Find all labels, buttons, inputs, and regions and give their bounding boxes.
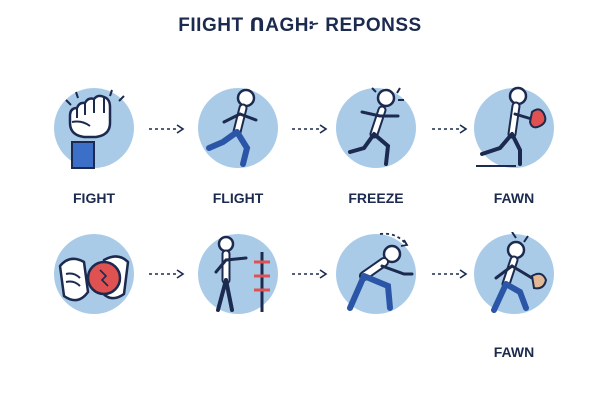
freeze-icon bbox=[334, 86, 418, 170]
fawn-leaf-icon bbox=[472, 232, 556, 316]
arrow-right-icon bbox=[147, 123, 187, 135]
fawn-icon bbox=[472, 86, 556, 170]
arrow-right-icon bbox=[147, 268, 187, 280]
row1-label-2: FLIGHT bbox=[212, 190, 264, 206]
page-title: FIIGHT ᑎAGH፦ REPONSS bbox=[178, 15, 422, 36]
arrow-right-icon bbox=[290, 268, 330, 280]
row1-label-4: FAWN bbox=[493, 190, 535, 206]
flight-icon bbox=[196, 86, 280, 170]
hands-heart-icon bbox=[52, 232, 136, 316]
arrow-right-icon bbox=[290, 123, 330, 135]
fence-figure-icon bbox=[196, 232, 280, 316]
row1-label-3: FREEZE bbox=[348, 190, 404, 206]
crouching-figure-icon bbox=[334, 232, 418, 316]
arrow-right-icon bbox=[430, 123, 470, 135]
fight-icon bbox=[52, 86, 136, 170]
row2-label-4: FAWN bbox=[493, 344, 535, 360]
arrow-right-icon bbox=[430, 268, 470, 280]
row1-label-1: FIGHT bbox=[73, 190, 115, 206]
